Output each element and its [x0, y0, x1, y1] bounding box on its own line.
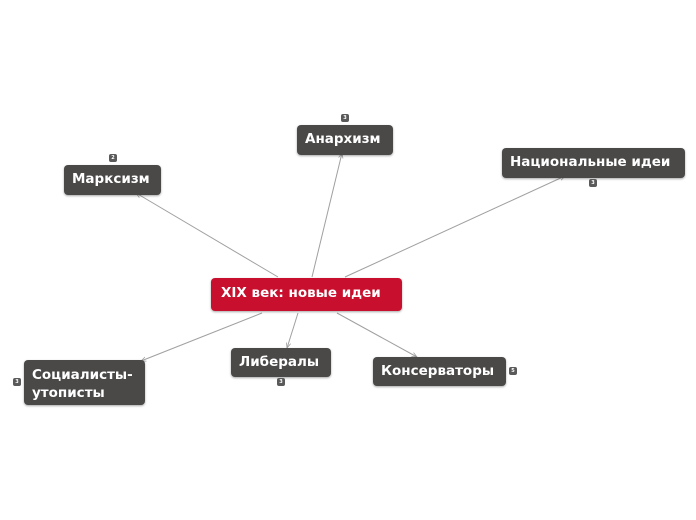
- connector-conservatives: [336, 312, 417, 357]
- root-topic[interactable]: XIX век: новые идеи: [211, 278, 402, 311]
- connector-national: [344, 175, 565, 278]
- badge-utopian-socialists[interactable]: 3: [13, 378, 21, 386]
- connector-anarchism: [311, 153, 342, 278]
- topic-national-ideas[interactable]: Национальные идеи: [502, 148, 685, 178]
- topic-anarchism[interactable]: Анархизм: [297, 125, 393, 155]
- badge-marxism[interactable]: 2: [109, 154, 117, 162]
- badge-national-ideas[interactable]: 3: [589, 179, 597, 187]
- topic-marxism[interactable]: Марксизм: [64, 165, 161, 195]
- topic-conservatives[interactable]: Консерваторы: [373, 357, 506, 386]
- topic-liberals[interactable]: Либералы: [231, 348, 331, 377]
- connector-socialists: [141, 312, 263, 361]
- connector-marxism: [136, 193, 279, 278]
- badge-anarchism[interactable]: 3: [341, 114, 349, 122]
- badge-conservatives[interactable]: 5: [509, 367, 517, 375]
- topic-utopian-socialists[interactable]: Социалисты-утописты: [24, 360, 145, 405]
- badge-liberals[interactable]: 3: [277, 378, 285, 386]
- connector-liberals: [287, 312, 299, 348]
